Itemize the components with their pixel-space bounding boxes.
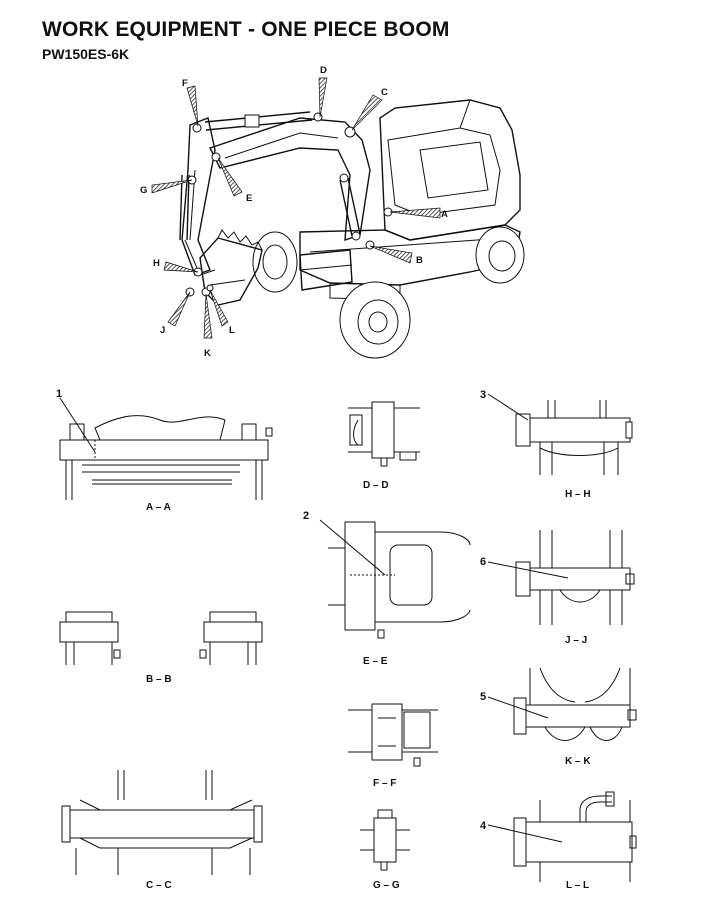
point-label-b: B [416, 255, 423, 266]
section-caption-cc: C – C [146, 880, 172, 891]
page-title: WORK EQUIPMENT - ONE PIECE BOOM [42, 18, 450, 41]
callout-3: 3 [480, 389, 486, 401]
section-ll-drawing [487, 791, 637, 882]
point-label-h: H [153, 258, 160, 269]
point-label-l: L [229, 325, 235, 336]
section-caption-ee: E – E [363, 656, 388, 667]
section-caption-aa: A – A [146, 502, 171, 513]
callout-5: 5 [480, 691, 486, 703]
point-label-g: G [140, 185, 147, 196]
section-jj-drawing [487, 530, 635, 625]
section-caption-gg: G – G [373, 880, 400, 891]
point-label-c: C [381, 87, 388, 98]
callout-6: 6 [480, 556, 486, 568]
callout-2: 2 [303, 510, 309, 522]
grease-pointers [151, 77, 441, 339]
section-caption-dd: D – D [363, 480, 389, 491]
section-gg-drawing [360, 809, 410, 871]
section-ee-drawing [319, 519, 471, 639]
callout-1: 1 [56, 388, 62, 400]
section-caption-kk: K – K [565, 756, 591, 767]
point-label-f: F [182, 78, 188, 89]
callout-4: 4 [480, 820, 487, 832]
section-cc-drawing [61, 770, 263, 875]
point-label-e: E [246, 193, 252, 204]
section-caption-hh: H – H [565, 489, 591, 500]
section-kk-drawing [487, 667, 637, 741]
point-label-d: D [320, 65, 327, 76]
section-caption-jj: J – J [565, 635, 587, 646]
point-label-j: J [160, 325, 165, 336]
section-hh-drawing [487, 393, 633, 475]
section-caption-ll: L – L [566, 880, 589, 891]
section-caption-ff: F – F [373, 778, 396, 789]
section-bb-drawing [59, 611, 263, 665]
section-ff-drawing [348, 703, 438, 767]
model-code: PW150ES-6K [42, 46, 130, 62]
point-label-a: A [441, 209, 448, 220]
excavator-illustration [179, 99, 525, 359]
section-aa-drawing [59, 397, 273, 500]
point-label-k: K [204, 348, 211, 359]
section-dd-drawing [348, 401, 420, 467]
section-caption-bb: B – B [146, 674, 172, 685]
